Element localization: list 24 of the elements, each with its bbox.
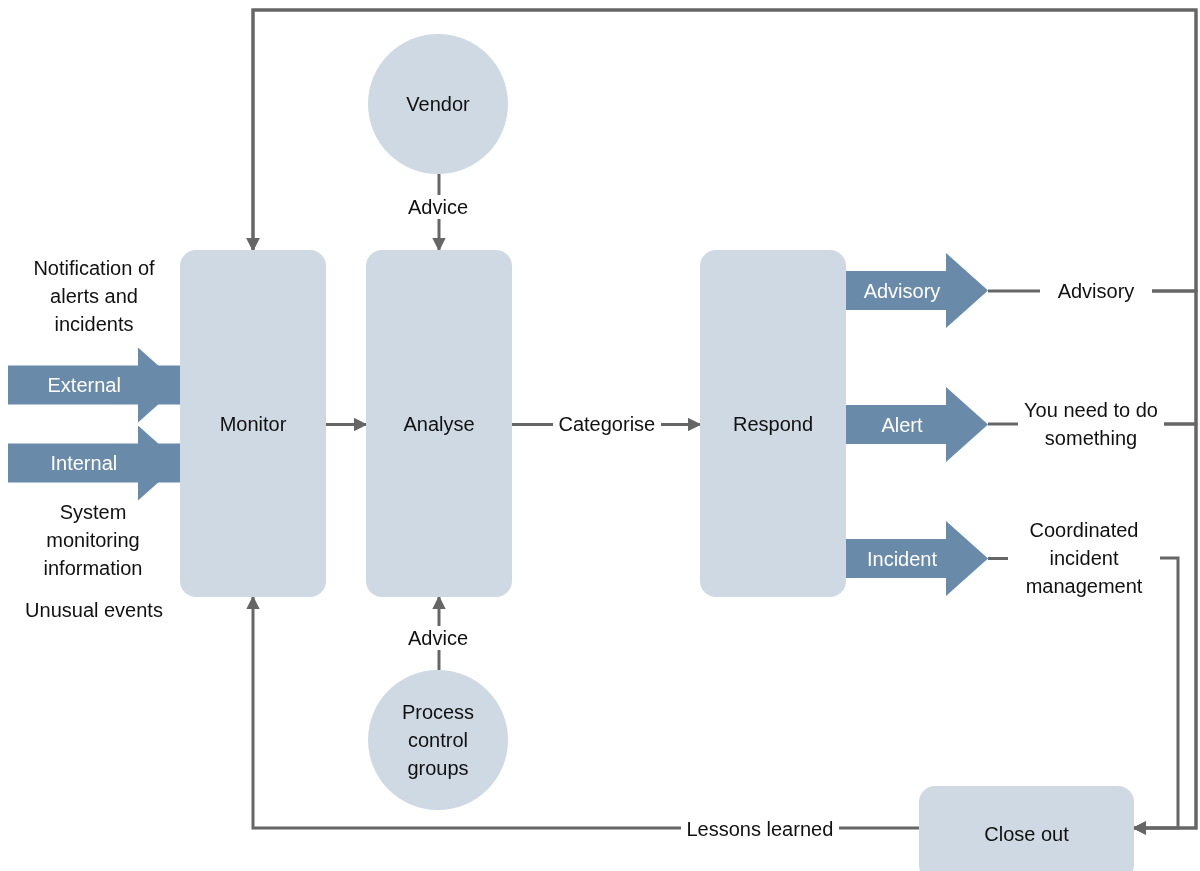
entity-circle: Process control groups <box>368 670 508 810</box>
block-arrow <box>8 425 180 501</box>
note-text: System monitoring information <box>42 500 144 581</box>
connector-line <box>988 557 1008 560</box>
arrow <box>1132 422 1198 835</box>
block-arrow: Incident <box>846 521 988 596</box>
block-arrow <box>8 347 180 423</box>
entity-circle: Vendor <box>368 34 508 174</box>
block-arrow: Advisory <box>846 253 988 328</box>
note-text: Unusual events <box>24 598 164 623</box>
edge-label: Internal <box>49 451 119 475</box>
note-text: Notification of alerts and incidents <box>32 256 156 337</box>
process-box: Close out <box>919 786 1134 871</box>
connector-line <box>988 422 1018 426</box>
outcome-text: You need to do something <box>1018 395 1164 453</box>
process-box: Analyse <box>366 250 512 597</box>
outcome-text: Coordinated incident management <box>1008 514 1160 602</box>
connector-line <box>988 289 1040 293</box>
outcome-text: Advisory <box>1040 277 1152 305</box>
process-box: Monitor <box>180 250 326 597</box>
arrow <box>326 417 368 432</box>
edge-label: External <box>46 373 122 397</box>
block-arrow: Alert <box>846 387 988 462</box>
process-box: Respond <box>700 250 846 597</box>
